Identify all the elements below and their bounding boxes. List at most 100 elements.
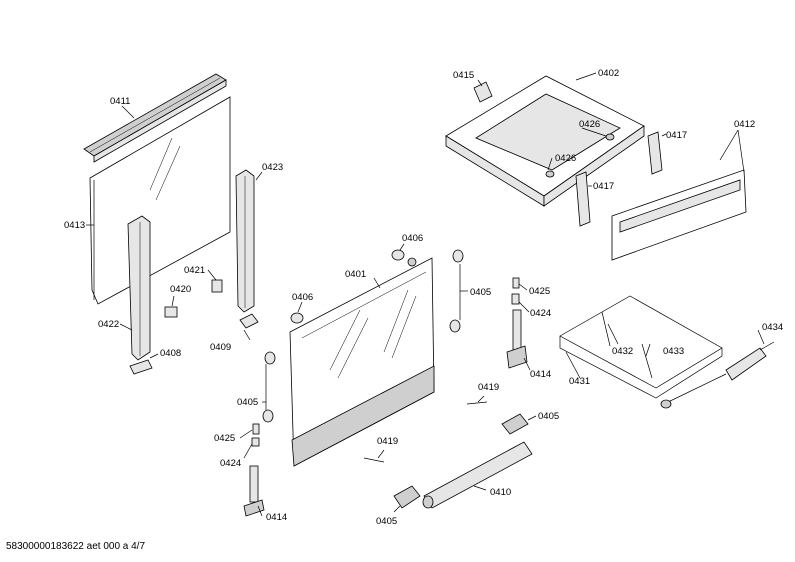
leader-0431 <box>565 351 581 379</box>
label-0434: 0434 <box>762 322 783 333</box>
leader-0409 <box>243 329 251 341</box>
leader-0406-top <box>399 243 405 251</box>
part-0405-bushing-top <box>452 249 464 263</box>
part-0423-right-rail <box>235 169 255 313</box>
leader-0424-right <box>518 301 530 313</box>
part-0412-drawer-front <box>611 169 747 261</box>
label-0405-left: 0405 <box>237 397 258 408</box>
label-0432: 0432 <box>612 346 633 357</box>
label-0410: 0410 <box>490 487 511 498</box>
leader-0426-left <box>547 157 553 171</box>
leader-0405-endcap-left <box>393 505 401 513</box>
part-0420-clip <box>164 306 178 318</box>
leader-0426-right <box>581 127 607 137</box>
leader-0420 <box>171 295 175 307</box>
leader-0417-right <box>661 133 667 137</box>
leader-0433 <box>645 343 651 357</box>
leader-0415 <box>477 79 483 87</box>
part-0417-clip-right <box>647 131 663 175</box>
part-0405-bushing-left-a <box>264 351 276 365</box>
part-0415-bracket <box>473 81 493 103</box>
part-0406-bumper-top <box>391 249 417 267</box>
leader-0419-right <box>477 395 485 403</box>
leader-0401 <box>373 277 381 289</box>
label-0401: 0401 <box>345 269 366 280</box>
label-0420: 0420 <box>170 284 191 295</box>
label-0422: 0422 <box>98 319 119 330</box>
label-0411: 0411 <box>110 96 130 107</box>
label-0421: 0421 <box>184 265 205 276</box>
part-0417-clip-left <box>575 171 591 227</box>
part-0425-pin-left <box>252 423 260 435</box>
label-0433: 0433 <box>663 346 684 357</box>
leader-0402 <box>575 72 597 81</box>
part-0424-sleeve-left <box>251 437 260 447</box>
part-0406-bumper-left <box>290 312 304 324</box>
label-0414-left: 0414 <box>266 512 287 523</box>
part-0434-heating-element <box>660 341 775 409</box>
label-0409: 0409 <box>210 342 231 353</box>
label-0413: 0413 <box>64 220 85 231</box>
part-0401-door-panel <box>289 257 435 467</box>
label-0424-right: 0424 <box>530 308 551 319</box>
leader-0422 <box>119 323 133 331</box>
part-0431-rack-frame <box>559 295 723 399</box>
leader-0424-left <box>243 443 253 459</box>
label-0405-endcap-left: 0405 <box>376 516 397 527</box>
part-0424-sleeve-right <box>511 293 520 305</box>
document-id-footer: 58300000183622 aet 000 a 4/7 <box>6 541 146 552</box>
label-0426-right: 0426 <box>579 119 600 130</box>
leader-0410 <box>473 485 487 491</box>
label-0412: 0412 <box>734 119 755 130</box>
label-0417-left: 0417 <box>593 181 614 192</box>
part-0414-hinge-right <box>506 309 528 369</box>
label-0431: 0431 <box>569 376 590 387</box>
part-0419-screw-right <box>466 401 488 405</box>
leader-0432 <box>607 323 619 345</box>
label-0406-left: 0406 <box>292 292 313 303</box>
part-0419-screw-left <box>363 457 385 463</box>
label-0415: 0415 <box>453 70 474 81</box>
part-0405-endcap-left <box>393 485 421 509</box>
label-0402: 0402 <box>598 68 619 79</box>
label-0408: 0408 <box>160 348 181 359</box>
leader-0414-left <box>257 505 263 517</box>
label-0417-right: 0417 <box>666 130 687 141</box>
leader-0434 <box>757 329 765 345</box>
leader-0412-b <box>737 129 745 173</box>
part-0409-bracket <box>239 313 259 329</box>
leader-0414-right <box>523 357 531 371</box>
part-0410-handle-bar <box>422 441 533 509</box>
part-0413-inner-glass <box>89 96 231 305</box>
label-0425-right: 0425 <box>529 286 550 297</box>
part-0408-clip <box>129 359 153 375</box>
leader-0425-left <box>239 429 253 439</box>
part-0402-tray <box>445 75 645 207</box>
leader-0425-right <box>518 283 528 291</box>
leader-0423 <box>255 171 263 181</box>
label-0425-left: 0425 <box>214 433 235 444</box>
part-0422-left-rail <box>127 215 151 361</box>
part-0421-clip <box>211 279 223 293</box>
leader-0411 <box>121 105 135 119</box>
leader-0412-a <box>719 129 739 161</box>
label-0419-right: 0419 <box>478 382 499 393</box>
part-0425-pin-right <box>512 277 520 289</box>
label-0405-right: 0405 <box>470 287 491 298</box>
label-0423: 0423 <box>262 162 283 173</box>
label-0414-right: 0414 <box>530 369 551 380</box>
label-0405-endcap-right: 0405 <box>538 411 559 422</box>
leader-0421 <box>207 269 217 281</box>
label-0419-left: 0419 <box>377 436 398 447</box>
part-0405-bushing-left-b <box>262 409 274 423</box>
part-0405-endcap-right <box>501 413 529 435</box>
label-0406-top: 0406 <box>402 233 423 244</box>
part-0405-bushing-bottom <box>449 319 461 333</box>
leader-0405-endcap-right <box>527 415 537 421</box>
leader-0406-left <box>297 301 303 313</box>
part-0411-trim-strip <box>83 73 227 163</box>
label-0424-left: 0424 <box>220 458 241 469</box>
label-0426-left: 0426 <box>555 153 576 164</box>
part-0414-hinge-left <box>243 465 265 517</box>
